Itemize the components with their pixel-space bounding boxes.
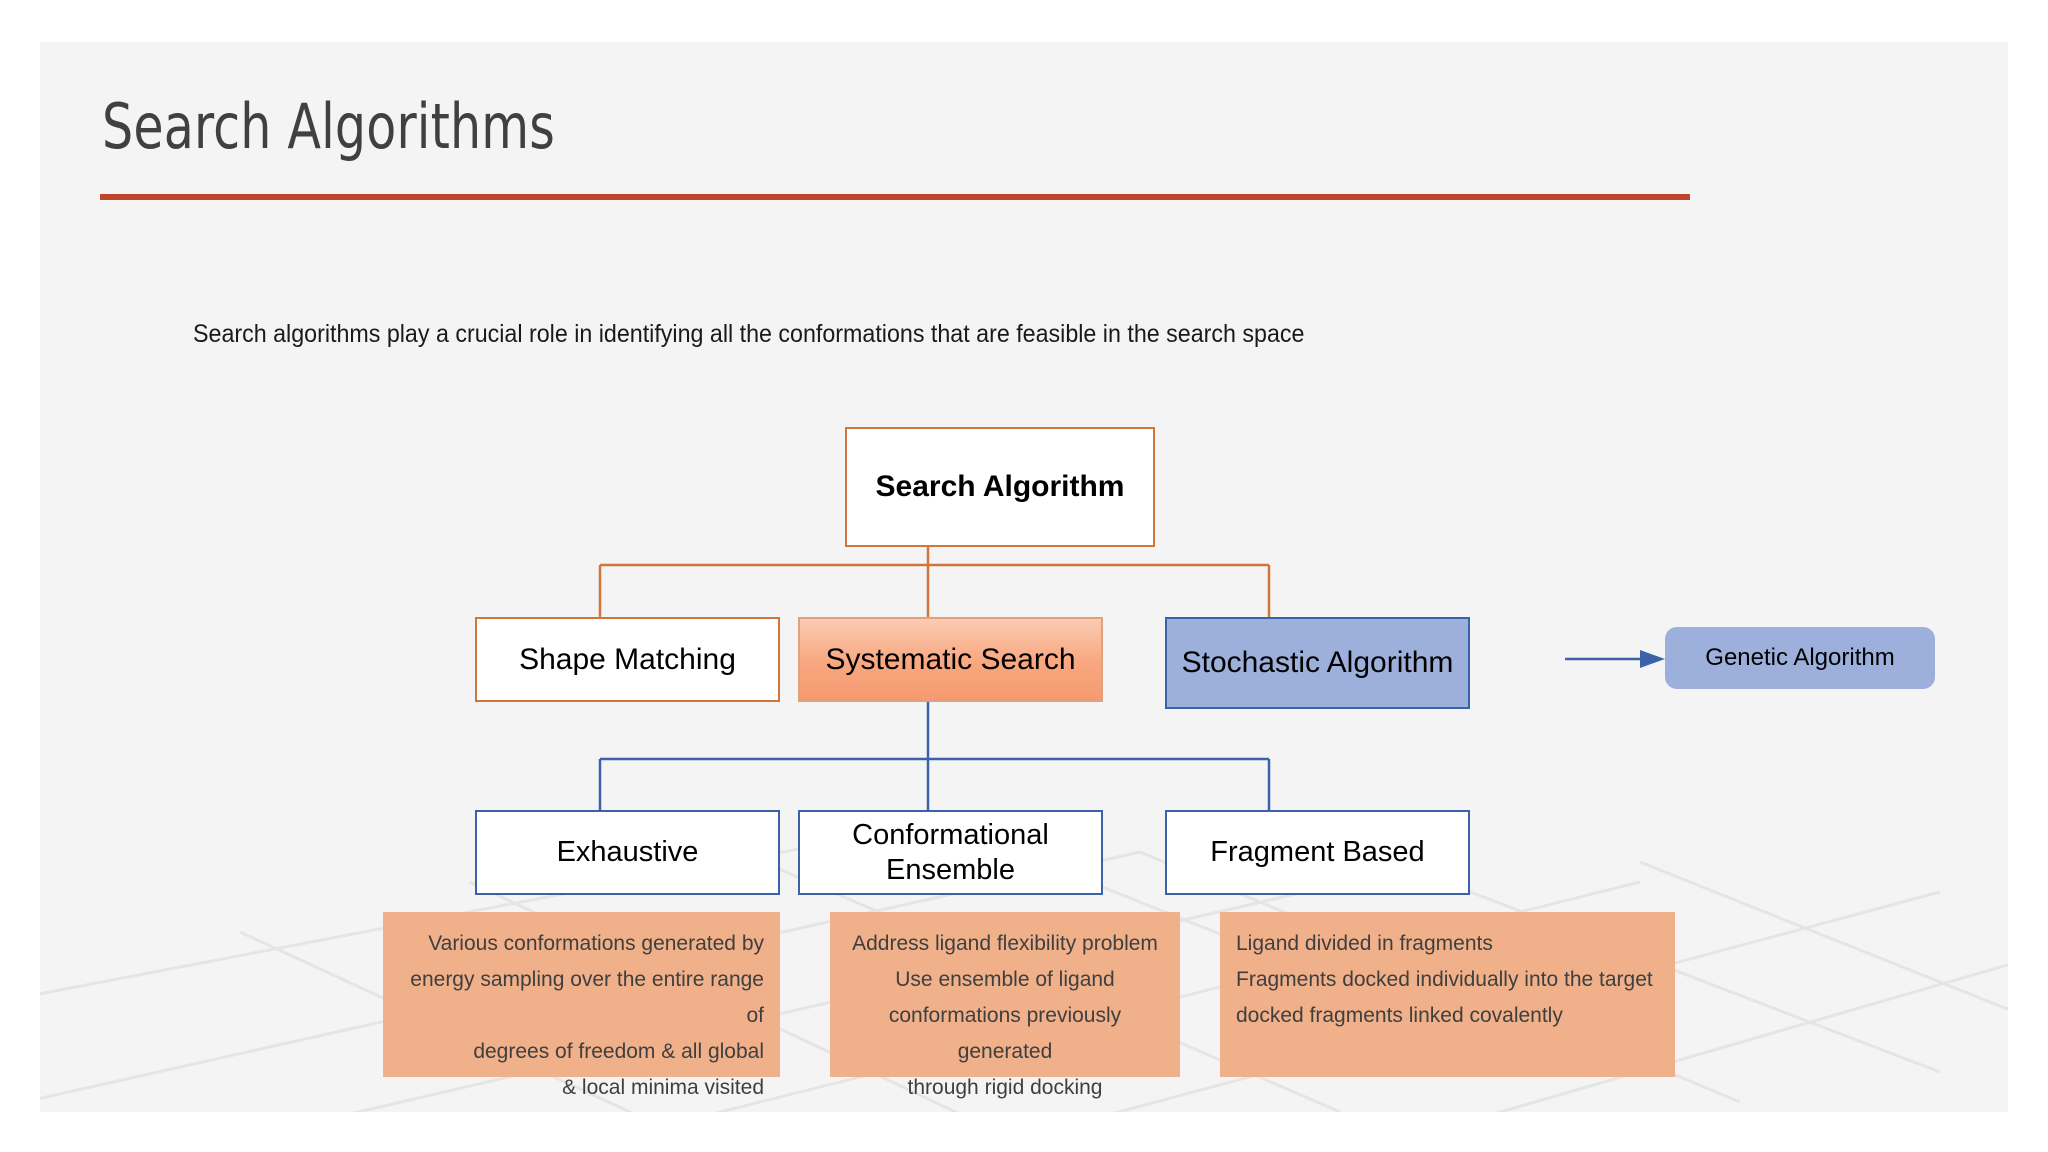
node-label: Stochastic Algorithm	[1181, 646, 1454, 680]
desc-line: through rigid docking	[907, 1076, 1103, 1100]
desc-line: Use ensemble of ligand	[895, 968, 1115, 992]
node-label: Exhaustive	[556, 836, 699, 869]
desc-line: conformations previously generated	[888, 1004, 1122, 1064]
desc-line: & local minima visited	[562, 1076, 764, 1100]
node-stochastic-algorithm[interactable]: Stochastic Algorithm	[1165, 617, 1470, 709]
arrowhead-icon	[1640, 650, 1665, 668]
node-label: Shape Matching	[519, 642, 736, 676]
node-conformational-ensemble[interactable]: Conformational Ensemble	[798, 810, 1103, 895]
title-underline-rule	[100, 194, 1690, 200]
node-label: Conformational Ensemble	[852, 819, 1049, 886]
node-exhaustive[interactable]: Exhaustive	[475, 810, 780, 895]
desc-line: Various conformations generated by	[428, 932, 764, 955]
node-label: Systematic Search	[825, 642, 1076, 676]
subtitle-text: Search algorithms play a crucial role in…	[193, 320, 1305, 348]
desc-line: Address ligand flexibility problem	[852, 932, 1158, 955]
node-fragment-based[interactable]: Fragment Based	[1165, 810, 1470, 895]
desc-line: docked fragments linked covalently	[1236, 1004, 1563, 1028]
node-label: Fragment Based	[1210, 836, 1425, 869]
description-exhaustive: Various conformations generated by energ…	[383, 912, 780, 1099]
node-label: Genetic Algorithm	[1705, 643, 1895, 671]
search-algorithm-diagram: Search Algorithm Shape Matching Systemat…	[40, 42, 2008, 1112]
slide-canvas: Search Algorithms Search algorithms play…	[40, 42, 2008, 1112]
page-title: Search Algorithms	[102, 90, 556, 163]
node-shape-matching[interactable]: Shape Matching	[475, 617, 780, 702]
desc-line: Ligand divided in fragments	[1236, 932, 1493, 955]
node-systematic-search[interactable]: Systematic Search	[798, 617, 1103, 702]
description-fragment-based: Ligand divided in fragments Fragments do…	[1220, 912, 1675, 1077]
description-conformational-ensemble: Address ligand flexibility problem Use e…	[830, 912, 1180, 1099]
desc-line: energy sampling over the entire range of	[410, 968, 764, 1028]
node-label: Search Algorithm	[875, 470, 1125, 504]
node-search-algorithm[interactable]: Search Algorithm	[845, 427, 1155, 547]
desc-line: Fragments docked individually into the t…	[1236, 968, 1653, 992]
desc-line: degrees of freedom & all global	[473, 1040, 764, 1064]
node-genetic-algorithm[interactable]: Genetic Algorithm	[1665, 627, 1935, 689]
